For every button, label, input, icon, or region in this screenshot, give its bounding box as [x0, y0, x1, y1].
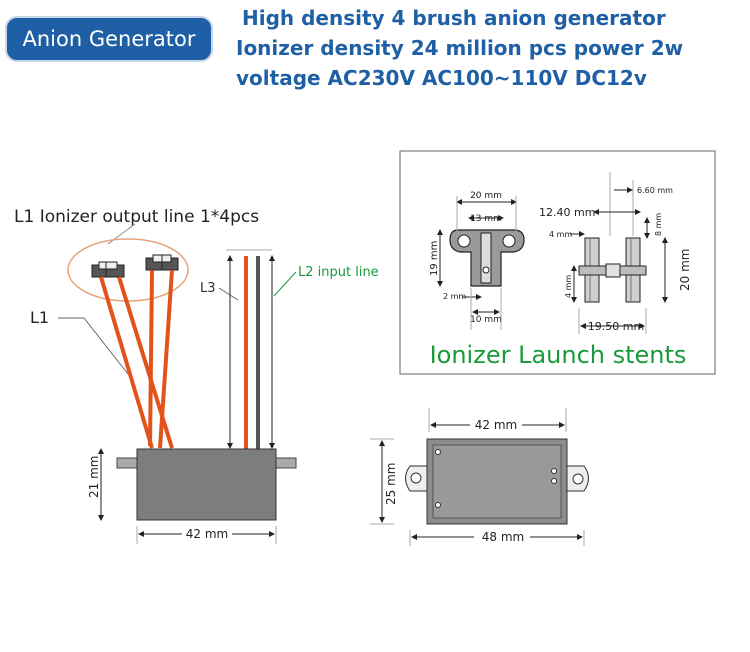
- height-label: 21 mm: [87, 456, 101, 498]
- stent-dim-660: 6.60 mm: [637, 186, 673, 195]
- stent-dim-8: 8 mm: [654, 213, 663, 236]
- stent-front-view: [449, 229, 525, 287]
- stent-dim-13: 13 mm: [470, 214, 502, 224]
- l3-leader: [218, 287, 239, 301]
- stent-dim-4-side: 4 mm: [564, 275, 573, 298]
- right-height-label: 25 mm: [384, 463, 398, 505]
- stent-dim-10: 10 mm: [470, 315, 502, 325]
- ionizer-output-wires: [99, 269, 174, 449]
- stent-side-view: [578, 237, 647, 303]
- output-line-leader: [107, 223, 136, 245]
- stent-dim-2: 2 mm: [443, 292, 466, 301]
- brush-head-left: [91, 261, 125, 278]
- output-line-label: L1 Ionizer output line 1*4pcs: [14, 207, 259, 227]
- stent-dim-4-top: 4 mm: [549, 230, 572, 239]
- generator-body-side: [116, 448, 297, 521]
- brush-head-right: [145, 254, 179, 271]
- headline-line-2: Ionizer density 24 million pcs power 2w: [236, 36, 684, 60]
- stent-dim-19: 19 mm: [429, 241, 440, 276]
- anion-generator-badge: Anion Generator: [5, 16, 213, 62]
- headline-line-3: voltage AC230V AC100~110V DC12v: [236, 66, 647, 90]
- width-label: 42 mm: [186, 527, 228, 541]
- l1-leader: [58, 317, 129, 375]
- bottom-width-label: 48 mm: [482, 530, 524, 544]
- headline-line-1: High density 4 brush anion generator: [242, 6, 666, 30]
- generator-body-top: [405, 438, 589, 525]
- l2-label: L2 input line: [298, 265, 379, 280]
- stent-dim-20: 20 mm: [470, 191, 502, 201]
- l1-label: L1: [30, 308, 49, 327]
- stents-title: Ionizer Launch stents: [430, 341, 687, 369]
- stent-dim-1240: 12.40 mm: [539, 206, 595, 219]
- stent-dim-20-right: 20 mm: [678, 249, 692, 291]
- top-width-label: 42 mm: [475, 418, 517, 432]
- stent-dim-1950: 19.50 mm: [588, 320, 644, 333]
- l2-leader: [273, 271, 297, 297]
- l3-label: L3: [200, 281, 216, 296]
